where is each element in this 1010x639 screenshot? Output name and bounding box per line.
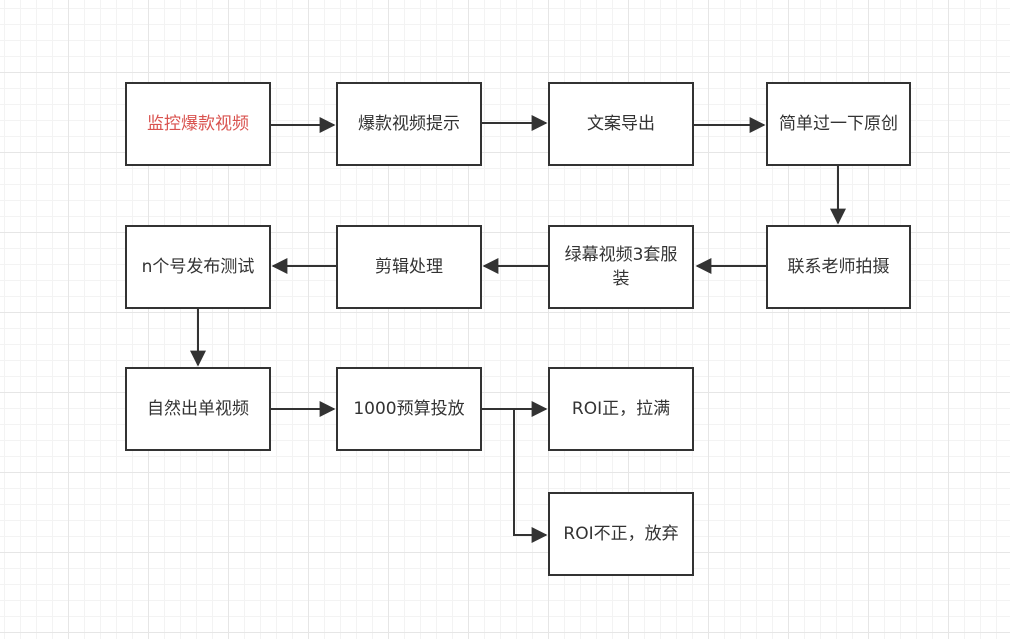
node-greenscreen-video[interactable]: 绿幕视频3套服装 <box>548 225 694 309</box>
node-natural-label: 自然出单视频 <box>147 399 249 419</box>
node-greenscreen-label: 绿幕视频3套服装 <box>564 245 678 289</box>
node-contact-teacher[interactable]: 联系老师拍摄 <box>766 225 911 309</box>
node-budget-spend[interactable]: 1000预算投放 <box>336 367 482 451</box>
node-monitor-viral-video[interactable]: 监控爆款视频 <box>125 82 271 166</box>
node-roi-pos-label: ROI正，拉满 <box>571 399 671 419</box>
node-budget-label: 1000预算投放 <box>353 399 465 419</box>
node-monitor-label: 监控爆款视频 <box>147 114 249 134</box>
node-roi-neg-label: ROI不正，放弃 <box>563 524 679 544</box>
node-natural-order-video[interactable]: 自然出单视频 <box>125 367 271 451</box>
node-viral-video-tip[interactable]: 爆款视频提示 <box>336 82 482 166</box>
node-edit-label: 剪辑处理 <box>375 257 443 277</box>
node-roi-positive[interactable]: ROI正，拉满 <box>548 367 694 451</box>
node-export-label: 文案导出 <box>587 114 655 134</box>
node-edit-processing[interactable]: 剪辑处理 <box>336 225 482 309</box>
node-copy-export[interactable]: 文案导出 <box>548 82 694 166</box>
node-original-label: 简单过一下原创 <box>779 114 898 134</box>
node-contact-label: 联系老师拍摄 <box>787 257 890 277</box>
node-publish-test[interactable]: n个号发布测试 <box>125 225 271 309</box>
node-tip-label: 爆款视频提示 <box>358 114 460 134</box>
node-simple-original[interactable]: 简单过一下原创 <box>766 82 911 166</box>
edge-budget-to-roi-neg <box>482 408 548 543</box>
node-publish-label: n个号发布测试 <box>141 257 255 277</box>
node-roi-negative[interactable]: ROI不正，放弃 <box>548 492 694 576</box>
